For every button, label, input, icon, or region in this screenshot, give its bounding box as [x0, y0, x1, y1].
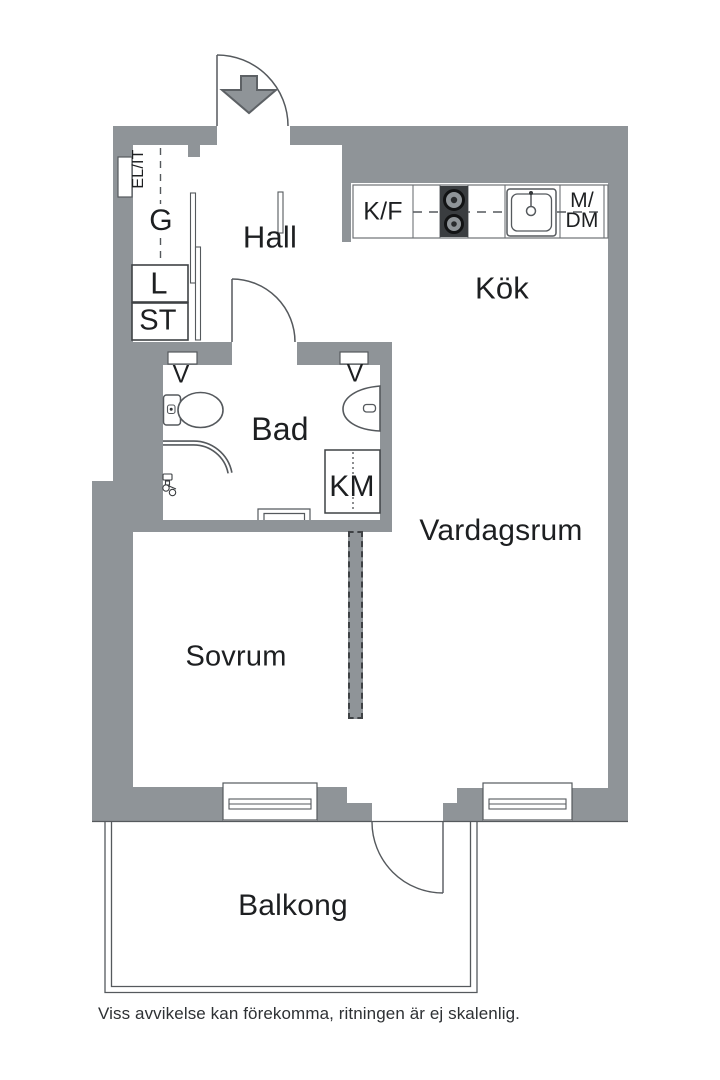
wall-bottom-c	[347, 803, 372, 822]
fixture-label-micro-dishwasher: M/ DM	[565, 189, 599, 232]
wall-bottom-a	[92, 787, 223, 822]
closet-door-leaves	[189, 191, 284, 341]
wall-top-left	[113, 126, 217, 145]
window-right-icon	[482, 782, 573, 821]
fixture-label-vent-left: V	[172, 360, 190, 389]
room-label-hall: Hall	[242, 219, 298, 255]
room-label-bedroom: Sovrum	[185, 640, 287, 673]
micro-line1: M/	[570, 189, 594, 213]
wall-bedroom-divider-dashed	[348, 531, 363, 719]
wall-top-kitchen	[342, 126, 628, 183]
room-label-living-room: Vardagsrum	[419, 514, 583, 547]
wall-hall-kitchen	[342, 145, 351, 242]
entrance-door-icon	[216, 54, 289, 127]
stove-icon	[440, 186, 468, 237]
entry-arrow-icon	[219, 75, 279, 115]
kitchen-sink-icon	[506, 188, 557, 237]
bathroom-door-icon	[231, 278, 296, 343]
balcony-door-icon	[371, 821, 444, 894]
room-label-kitchen: Kök	[474, 270, 530, 306]
wall-left-lower	[92, 481, 133, 822]
wall-bath-right	[380, 342, 392, 532]
fixture-label-electrical: EL/IT	[130, 149, 147, 189]
floor-drain-icon	[257, 508, 311, 520]
room-label-bathroom: Bad	[251, 411, 309, 447]
shower-fixture-icon	[162, 473, 177, 497]
room-label-balcony: Balkong	[238, 889, 348, 922]
wall-bottom-f	[572, 788, 628, 822]
wall-bath-bottom	[113, 520, 392, 532]
fixture-label-cleaning: ST	[139, 304, 177, 337]
micro-line2: DM	[565, 209, 599, 232]
wall-top-mid	[290, 126, 342, 145]
wall-bottom-b	[317, 787, 347, 822]
wall-bath-top-right	[297, 342, 392, 365]
wall-bottom-d	[443, 803, 457, 822]
window-left-icon	[222, 782, 318, 821]
fixture-label-wardrobe: G	[149, 204, 173, 237]
fixture-label-fridge-freezer: K/F	[363, 197, 403, 226]
fixture-label-vent-right: V	[346, 359, 364, 388]
fixture-label-washing-machine: KM	[329, 470, 375, 503]
disclaimer-text: Viss avvikelse kan förekomma, ritningen …	[98, 1004, 520, 1023]
bath-sink-icon	[342, 385, 381, 432]
wall-right	[608, 126, 628, 822]
wall-entry-stub	[188, 145, 200, 157]
toilet-icon	[162, 391, 224, 429]
shower-rail-icon	[163, 440, 233, 474]
fixture-label-linen: L	[150, 265, 168, 301]
wall-bottom-e	[457, 788, 483, 822]
